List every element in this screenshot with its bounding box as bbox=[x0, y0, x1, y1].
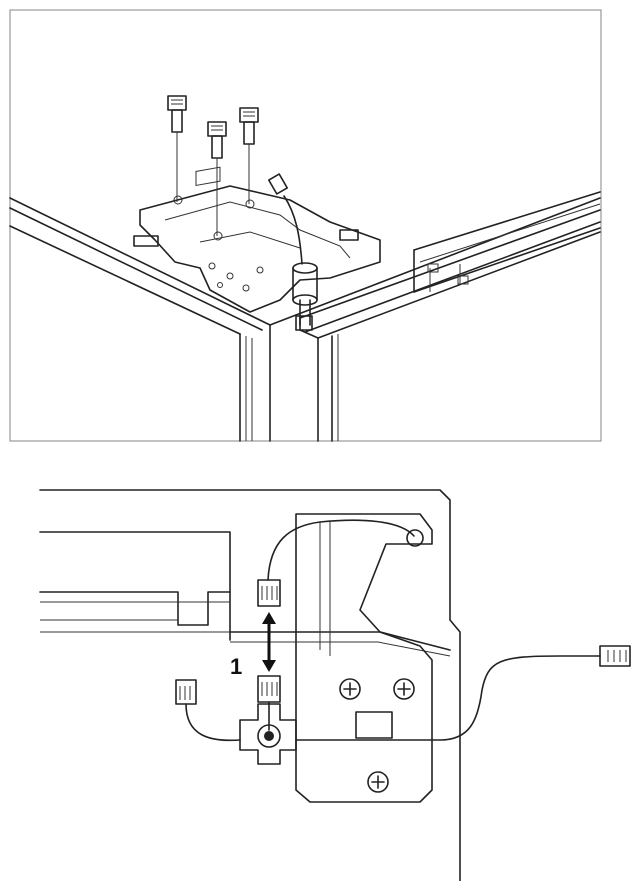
hinge-bracket-icon bbox=[295, 513, 433, 803]
wiring-detail-illustration: 1 bbox=[39, 489, 631, 881]
cable-clip-icon bbox=[239, 703, 297, 765]
top-illustration-panel bbox=[9, 9, 602, 442]
hinge-assembly-illustration bbox=[9, 9, 602, 442]
double-arrow-icon bbox=[262, 612, 276, 672]
hinge-screw-icon bbox=[207, 121, 227, 236]
screw-head-icon bbox=[393, 678, 415, 700]
plug-connector-icon bbox=[257, 579, 281, 607]
hinge-screw-icon bbox=[167, 95, 187, 202]
upper-cable bbox=[267, 519, 415, 581]
illustration-frame bbox=[9, 9, 602, 442]
hinge-screw-icon bbox=[239, 107, 259, 204]
hinge-plate-icon bbox=[133, 166, 381, 313]
main-cable bbox=[295, 655, 601, 741]
left-cable bbox=[185, 703, 241, 742]
socket-connector-icon bbox=[257, 675, 281, 731]
plug-connector-icon bbox=[599, 645, 631, 667]
screw-head-icon bbox=[367, 771, 389, 793]
cabinet-outline bbox=[39, 489, 461, 881]
step-number-label: 1 bbox=[230, 654, 242, 679]
wire-connector-icon bbox=[268, 173, 313, 331]
bottom-illustration-panel: 1 bbox=[0, 460, 643, 881]
cabinet-icon bbox=[9, 197, 601, 442]
screw-head-icon bbox=[339, 678, 361, 700]
plug-connector-icon bbox=[175, 679, 197, 705]
